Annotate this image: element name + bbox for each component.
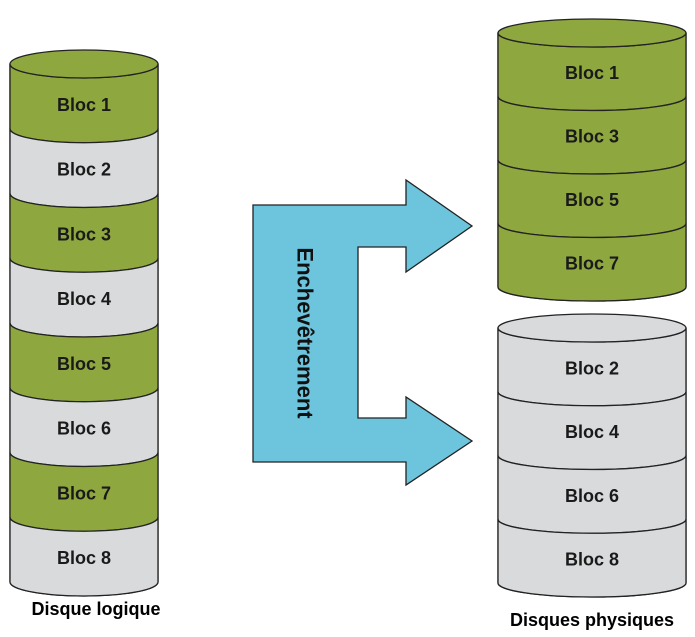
physical-disk-green: Bloc 1 Bloc 3 Bloc 5 Bloc 7 [497,18,687,302]
logical-block-label-1: Bloc 1 [57,95,111,115]
logical-block-label-3: Bloc 3 [57,224,111,244]
logical-block-label-5: Bloc 5 [57,354,111,374]
logical-disk-caption: Disque logique [31,599,160,619]
physical-green-block-label-4: Bloc 7 [565,254,619,274]
logical-block-label-4: Bloc 4 [57,289,111,309]
logical-block-8 [9,517,159,597]
logical-disk-top [9,49,159,79]
physical-grey-block-label-1: Bloc 2 [565,358,619,378]
interleaving-arrow [252,178,474,487]
physical-grey-block-label-3: Bloc 6 [565,486,619,506]
physical-disk-green-top [497,18,687,48]
physical-green-block-label-2: Bloc 3 [565,127,619,147]
logical-block-label-8: Bloc 8 [57,548,111,568]
physical-grey-block-4 [497,519,687,598]
physical-disks-caption: Disques physiques [510,610,674,630]
physical-green-block-label-3: Bloc 5 [565,190,619,210]
physical-disk-grey: Bloc 2 Bloc 4 Bloc 6 Bloc 8 [497,313,687,598]
logical-disk-cylinder: Bloc 1 Bloc 2 Bloc 3 Bloc 4 Bloc 5 Bloc 6 Bloc… [9,49,159,597]
physical-grey-block-label-4: Bloc 8 [565,550,619,570]
logical-block-label-2: Bloc 2 [57,160,111,180]
physical-green-block-label-1: Bloc 1 [565,63,619,83]
logical-block-label-7: Bloc 7 [57,483,111,503]
physical-green-block-4 [497,223,687,302]
physical-disk-grey-top [497,313,687,343]
physical-grey-block-label-2: Bloc 4 [565,422,619,442]
arrow-label: Enchevêtrement [293,247,318,419]
logical-block-label-6: Bloc 6 [57,419,111,439]
